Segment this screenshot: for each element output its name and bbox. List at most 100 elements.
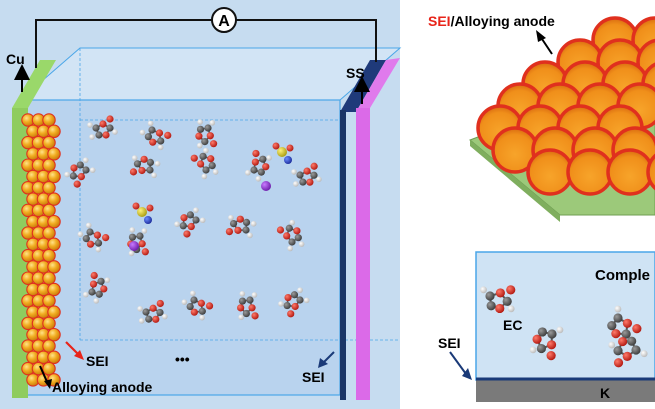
anode-particle [42, 181, 56, 195]
anode-particle [42, 203, 56, 218]
atom [316, 176, 322, 183]
atom [164, 131, 172, 139]
cu-label: Cu [6, 51, 25, 67]
atom [502, 296, 512, 306]
atom [294, 234, 302, 242]
solvent-molecule [139, 120, 172, 151]
anode-particle [47, 147, 61, 161]
atom [303, 297, 310, 304]
electrolyte-molecules [64, 115, 322, 324]
oxygen-atom [146, 204, 154, 212]
atom [247, 232, 253, 239]
cell-panel: A Cu SS SEI ••• Alloying anode SEI [0, 0, 402, 409]
ss-plate [356, 108, 370, 400]
anode-arrowhead [44, 379, 52, 389]
atom [532, 334, 542, 344]
solvent-molecule [77, 222, 110, 253]
atom [611, 329, 621, 339]
substrate-side [470, 140, 560, 222]
anode-particle [42, 339, 56, 353]
anode-particle [47, 282, 61, 297]
atom [621, 329, 631, 339]
atom [618, 336, 628, 347]
atom [141, 228, 148, 234]
atom [622, 351, 632, 361]
atom [187, 222, 195, 231]
ss-plate-inner-edge [340, 110, 346, 400]
atom [201, 138, 209, 146]
atom [556, 326, 564, 334]
atom [288, 238, 296, 246]
atom [199, 152, 207, 160]
atom [250, 166, 258, 174]
atom [133, 160, 142, 168]
atom [248, 304, 256, 312]
atom [298, 241, 305, 247]
atom [157, 144, 164, 151]
atom [495, 288, 505, 298]
atom [89, 134, 95, 140]
atom [129, 168, 138, 176]
atom [90, 271, 98, 280]
atom [506, 285, 516, 295]
anion-molecule [272, 142, 294, 164]
atom [196, 125, 205, 133]
atom [287, 245, 294, 252]
atom [106, 124, 114, 132]
coated-particle [526, 148, 574, 196]
atom [94, 239, 103, 247]
atom [156, 299, 164, 308]
atom [546, 340, 557, 350]
atom [614, 305, 622, 313]
atom [88, 288, 96, 296]
atom [155, 129, 164, 137]
atom [209, 140, 218, 148]
atom [149, 304, 157, 312]
atom [197, 119, 203, 125]
circuit-wire-right [236, 19, 377, 62]
atom [112, 129, 118, 135]
atom [285, 224, 293, 232]
anode-particle [42, 158, 56, 172]
atom [73, 180, 81, 188]
atom [162, 313, 168, 320]
atom [140, 155, 148, 163]
atom [204, 124, 212, 132]
anode-particle [47, 237, 61, 252]
atom [209, 120, 216, 126]
atom [83, 291, 89, 298]
anode-particle [47, 124, 61, 139]
anode-particle [47, 214, 61, 229]
atom [190, 308, 198, 316]
atom [138, 318, 145, 324]
atom [196, 142, 203, 149]
atom [86, 240, 95, 248]
anion-molecule [132, 202, 154, 224]
atom [242, 309, 250, 318]
anode-particle [47, 327, 61, 342]
atom [193, 207, 199, 213]
ellipsis-label: ••• [175, 351, 190, 367]
atom [190, 290, 196, 297]
inset-solvent-molecule [608, 336, 648, 368]
atom [251, 312, 259, 320]
atom [86, 228, 94, 236]
coated-particle [646, 153, 655, 191]
solvent-molecule [137, 299, 168, 324]
atom [139, 129, 146, 136]
atom [85, 222, 92, 229]
atom [148, 126, 156, 134]
atom [95, 290, 103, 298]
atom [131, 155, 138, 161]
atom [296, 171, 304, 179]
atom [87, 122, 93, 128]
atom [257, 168, 265, 176]
atom [287, 310, 295, 318]
anode-particle [42, 226, 56, 240]
atom [146, 166, 154, 174]
atom [310, 171, 318, 179]
k-label: K [600, 385, 610, 401]
atom [245, 169, 251, 176]
atom [255, 176, 262, 182]
